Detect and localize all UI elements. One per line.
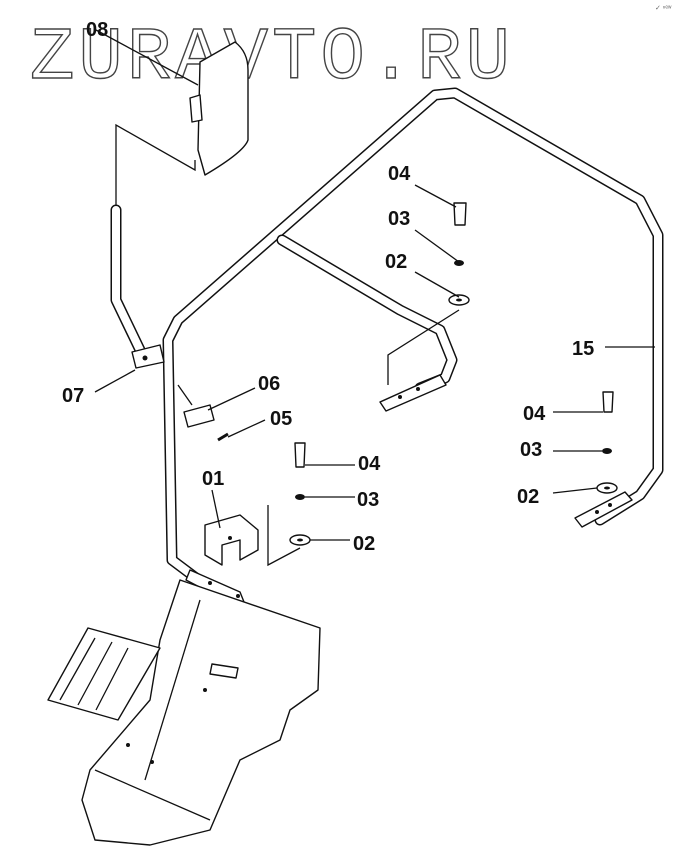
callout-02-top: 02 [385, 251, 407, 273]
callout-06: 06 [258, 373, 280, 395]
mirror-rod [110, 204, 146, 356]
callout-07: 07 [62, 385, 84, 407]
callout-03-top: 03 [388, 208, 410, 230]
callout-01: 01 [202, 468, 224, 490]
callout-02-right: 02 [517, 486, 539, 508]
screw [217, 432, 229, 442]
foot-plate-right [574, 491, 633, 528]
corner-mark: ✓ ⁿᵉʷ [655, 5, 672, 12]
watermark-text: ZURAVTO.RU [30, 17, 514, 101]
callout-02-left: 02 [353, 533, 375, 555]
callout-08: 08 [86, 19, 108, 41]
bracket-01 [204, 514, 259, 566]
foot-plate-middle [379, 374, 447, 412]
callout-04-top: 04 [388, 163, 411, 185]
clamp [131, 344, 165, 369]
fender-step [47, 579, 321, 846]
bolt-left [289, 442, 311, 546]
callout-03-right: 03 [520, 439, 542, 461]
callout-04-right: 04 [523, 403, 546, 425]
mirror [189, 41, 249, 176]
callout-03-left: 03 [357, 489, 379, 511]
callout-15: 15 [572, 338, 594, 360]
callout-04-left: 04 [358, 453, 381, 475]
handrail-tube [162, 87, 664, 584]
bolt-right [596, 391, 618, 494]
callout-05: 05 [270, 408, 292, 430]
leader-lines [94, 29, 655, 567]
bolt-middle [448, 202, 470, 306]
bracket-06 [183, 404, 215, 428]
